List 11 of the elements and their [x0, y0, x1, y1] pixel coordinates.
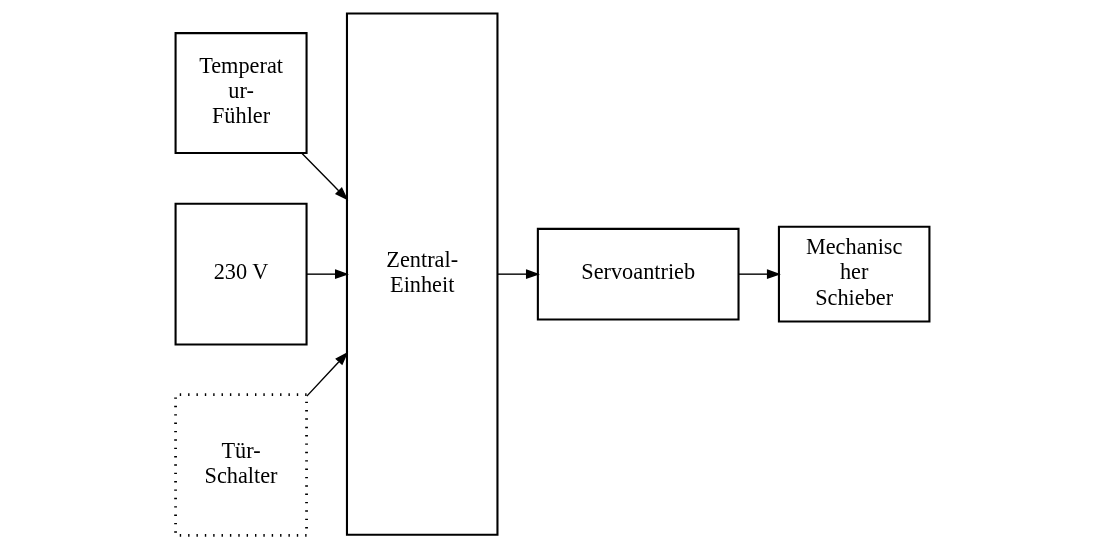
node-box: Mechanisc her Schieber [777, 225, 931, 323]
node-box: 230 V [174, 202, 308, 346]
node-box: Zentral- Einheit [345, 12, 499, 536]
arrow [301, 152, 349, 201]
arrow [738, 269, 781, 280]
arrow [496, 269, 540, 280]
node-box: Temperat ur- Fühler [174, 32, 308, 154]
arrow [306, 269, 349, 280]
arrow [306, 351, 349, 397]
node-box: Tür- Schalter [174, 393, 308, 537]
node-box: Servoantrieb [536, 227, 740, 321]
